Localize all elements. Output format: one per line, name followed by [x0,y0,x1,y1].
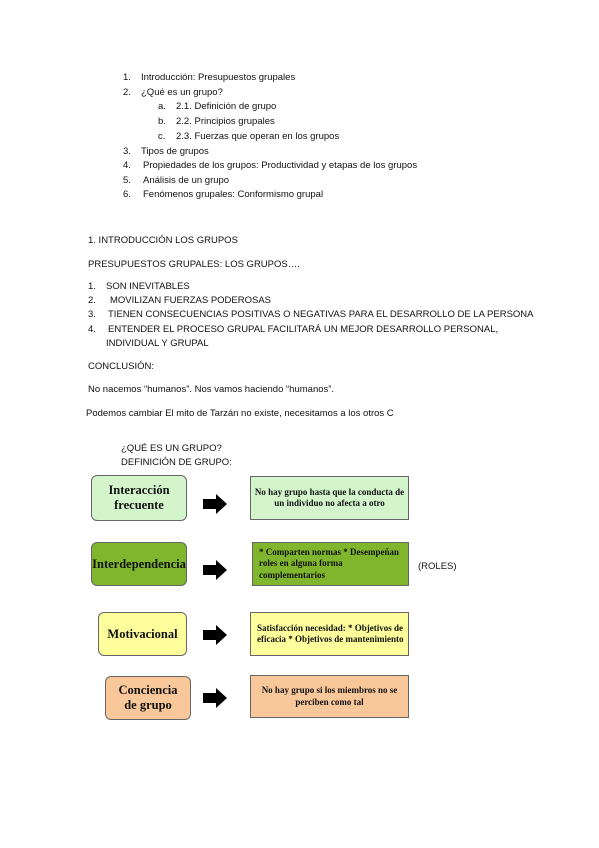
section-subheading: DEFINICIÓN DE GRUPO: [121,457,232,468]
toc-item: 2.2. Principios grupales [176,116,275,127]
toc-item: Fenómenos grupales: Conformismo grupal [143,189,324,200]
diagram-right-box: * Comparten normas * Desempeñan roles en… [252,542,409,586]
toc-item: 2.1. Definición de grupo [176,101,277,112]
list-num: 3. [88,309,96,320]
roles-note: (ROLES) [418,561,457,572]
list-item: TIENEN CONSECUENCIAS POSITIVAS O NEGATIV… [108,309,534,320]
diagram-left-box: Motivacional [98,612,187,656]
diagram-left-box: Conciencia de grupo [105,676,191,720]
list-num: 4. [88,324,96,335]
list-num: 1. [88,281,96,292]
conclusion-label: CONCLUSIÓN: [88,361,154,372]
right-arrow-icon [203,625,227,645]
right-arrow-icon [203,494,227,514]
toc-item: 2.3. Fuerzas que operan en los grupos [176,131,340,142]
diagram-right-box: No hay grupo si los miembros no se perci… [250,675,409,718]
toc-num: 6. [123,189,131,200]
toc-num: 1. [123,72,131,83]
right-arrow-icon [203,688,227,708]
list-item: MOVILIZAN FUERZAS PODEROSAS [110,295,271,306]
toc-num: 5. [123,175,131,186]
diagram-right-box: Satisfacción necesidad: * Objetivos de e… [250,612,409,656]
list-num: 2. [88,295,96,306]
toc-num: 2. [123,87,131,98]
toc-item: Análisis de un grupo [143,175,230,186]
diagram-left-box: Interacción frecuente [91,475,187,521]
list-item: ENTENDER EL PROCESO GRUPAL FACILITARÁ UN… [108,324,499,335]
diagram-left-box: Interdependencia [91,542,187,586]
toc-num: 3. [123,146,131,157]
toc-item: Introducción: Presupuestos grupales [141,72,296,83]
section-heading: ¿QUÉ ES UN GRUPO? [121,443,222,454]
toc-num: 4. [123,160,131,171]
diagram-right-box: No hay grupo hasta que la conducta de un… [250,476,409,520]
toc-num: c. [158,131,166,142]
toc-item: Tipos de grupos [141,146,209,157]
list-item-continuation: INDIVIDUAL Y GRUPAL [106,338,209,349]
body-text: Podemos cambiar El mito de Tarzán no exi… [86,408,394,419]
section-heading: 1. INTRODUCCIÓN LOS GRUPOS [88,235,238,246]
conclusion-text: No nacemos “humanos”. Nos vamos haciendo… [88,384,335,395]
toc-item: ¿Qué es un grupo? [141,87,223,98]
toc-num: b. [158,116,166,127]
right-arrow-icon [203,560,227,580]
toc-item: Propiedades de los grupos: Productividad… [143,160,418,171]
list-item: SON INEVITABLES [106,281,190,292]
section-subheading: PRESUPUESTOS GRUPALES: LOS GRUPOS…. [88,259,300,270]
toc-num: a. [158,101,166,112]
